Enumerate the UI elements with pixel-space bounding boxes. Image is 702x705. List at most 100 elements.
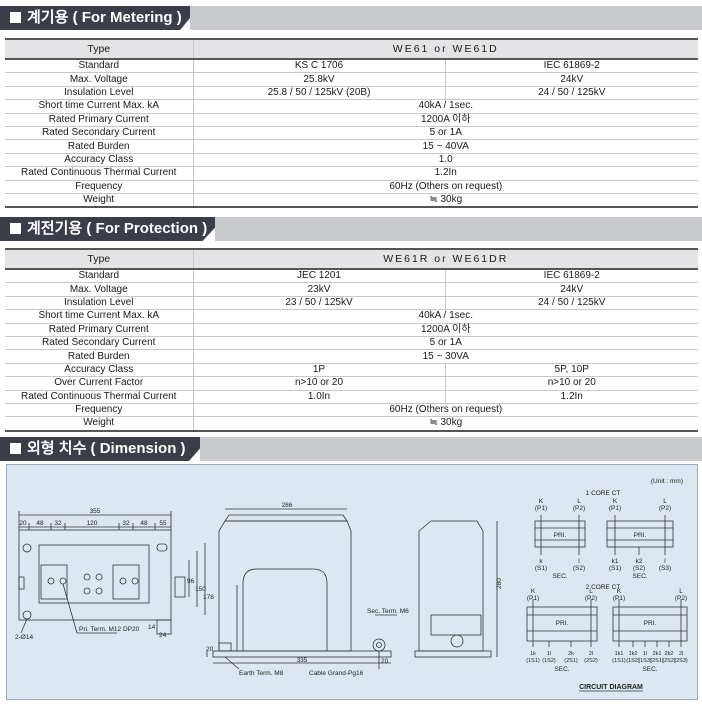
dim-286: 286 (282, 502, 293, 509)
model-name: WE61 or WE61D (192, 38, 699, 60)
row-value: 15 ~ 30VA (192, 349, 699, 364)
c1-pri: PRI. (554, 532, 567, 539)
c4-K: K (617, 588, 622, 595)
c2-K: K (613, 498, 618, 505)
row-value-a: KS C 1706 (192, 59, 445, 74)
row-value-a: 23 / 50 / 125kV (192, 296, 445, 311)
metering-title: 계기용 ( For Metering ) (27, 9, 182, 26)
two-core-title: 2 CORE CT (586, 584, 621, 591)
metering-header: 계기용 ( For Metering ) (0, 6, 702, 30)
dim-seg-5: 32 (122, 520, 130, 527)
c4-P2: (P2) (675, 595, 687, 602)
c3-pri: PRI. (556, 620, 569, 627)
c1-P2: (P2) (573, 505, 585, 512)
row-label: Rated Continuous Thermal Current (5, 166, 193, 181)
square-bullet-icon (10, 223, 21, 234)
row-value-b: IEC 61869-2 (444, 59, 699, 74)
sec-term-label: Sec. Term. M6 (367, 608, 409, 615)
row-value-a: JEC 1201 (192, 269, 445, 284)
row-value: 40kA / 1sec. (192, 99, 699, 114)
dim-seg-4: 120 (87, 520, 98, 527)
row-label: Short time Current Max. kA (5, 99, 193, 114)
square-bullet-icon (10, 12, 21, 23)
c3-K: K (531, 588, 536, 595)
c2-S1: (S1) (609, 565, 621, 572)
row-label: Rated Primary Current (5, 113, 193, 127)
row-label: Rated Secondary Current (5, 126, 193, 141)
row-value-b: 24 / 50 / 125kV (444, 296, 699, 311)
row-value-b: 24 / 50 / 125kV (444, 86, 699, 101)
dim-14: 14 (148, 624, 156, 631)
one-core-title: 1 CORE CT (586, 490, 621, 497)
row-label: Weight (5, 193, 193, 209)
row-label: Insulation Level (5, 296, 193, 311)
unit-label: (Unit : mm) (651, 478, 683, 485)
holes-label: 2-Ø14 (15, 634, 33, 641)
c2-sec: SEC. (632, 573, 647, 580)
dim-96: 96 (187, 578, 195, 585)
sec-terminal-subs: (1S2) (542, 658, 556, 664)
row-label: Weight (5, 416, 193, 432)
sec-terminal-subs: (2S1) (564, 658, 578, 664)
dim-seg-7: 55 (159, 520, 167, 527)
c3-L: L (589, 588, 593, 595)
dim-seg-6: 48 (140, 520, 148, 527)
cable-grand-label: Cable Grand-Pg16 (309, 670, 364, 677)
dim-seg-3: 32 (54, 520, 62, 527)
sec-terminal-labels: 1k (530, 651, 536, 657)
c1-S1: (S1) (535, 565, 547, 572)
c2-l: l (664, 558, 666, 565)
row-value-b: IEC 61869-2 (444, 269, 699, 284)
row-value-b: 24kV (444, 72, 699, 87)
row-label: Rated Primary Current (5, 323, 193, 337)
row-value-a: n>10 or 20 (192, 376, 445, 391)
table-header-row: Type WE61R or WE61DR (5, 248, 699, 270)
row-value: 5 or 1A (192, 336, 699, 351)
c3-P1: (P1) (527, 595, 539, 602)
dimension-header: 외형 치수 ( Dimension ) (0, 437, 702, 461)
sec-terminal-subs: (2S3) (674, 658, 688, 664)
row-label: Rated Burden (5, 139, 193, 154)
row-label: Short time Current Max. kA (5, 309, 193, 324)
sec-terminal-labels: 2k1 (653, 651, 662, 657)
model-name: WE61R or WE61DR (192, 248, 699, 270)
sec-terminal-labels: 1l (643, 651, 647, 657)
c2-P1: (P1) (609, 505, 621, 512)
c2-P2: (P2) (659, 505, 671, 512)
sec-terminal-labels: 1l (547, 651, 551, 657)
sec-terminal-subs: (1S3) (638, 658, 652, 664)
row-value: 1.2In (192, 166, 699, 181)
row-value: 60Hz (Others on request) (192, 180, 699, 194)
square-bullet-icon (10, 443, 21, 454)
row-value: ≒ 30kg (192, 193, 699, 209)
sec-terminal-labels: 1k1 (615, 651, 624, 657)
c1-S2: (S2) (573, 565, 585, 572)
dim-24: 24 (159, 632, 167, 639)
dim-20-left: 20 (206, 646, 214, 653)
pri-term-label: Pri. Term. M12 DP20 (79, 626, 140, 633)
c2-S2: (S2) (633, 565, 645, 572)
dim-150: 150 (195, 586, 206, 593)
earth-term-label: Earth Term. M8 (239, 670, 284, 677)
sec-terminal-labels: 2k (568, 651, 574, 657)
sec-terminal-subs: (2S2) (584, 658, 598, 664)
row-value-b: 5P, 10P (444, 363, 699, 378)
dim-335: 335 (297, 657, 308, 664)
row-label: Rated Continuous Thermal Current (5, 390, 193, 404)
